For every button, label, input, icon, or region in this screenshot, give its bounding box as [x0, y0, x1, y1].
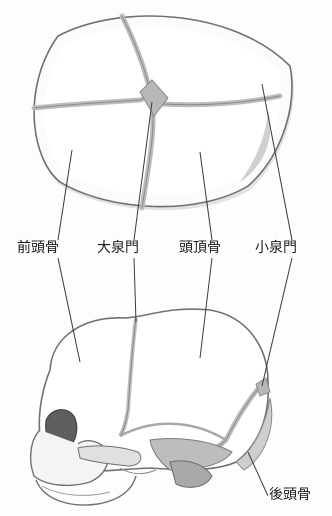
leader-anterior-side [134, 258, 136, 322]
leader-occipital [248, 452, 268, 496]
label-anterior-fontanelle: 大泉門 [96, 240, 140, 256]
label-posterior-fontanelle: 小泉門 [254, 240, 298, 256]
label-occipital-bone: 後頭骨 [268, 487, 312, 503]
skull-top-view [34, 16, 294, 210]
label-parietal-bone: 頭頂骨 [178, 240, 222, 256]
label-frontal-bone: 前頭骨 [16, 240, 60, 256]
skull-side-view [31, 309, 272, 505]
leader-posterior-side [262, 258, 292, 386]
